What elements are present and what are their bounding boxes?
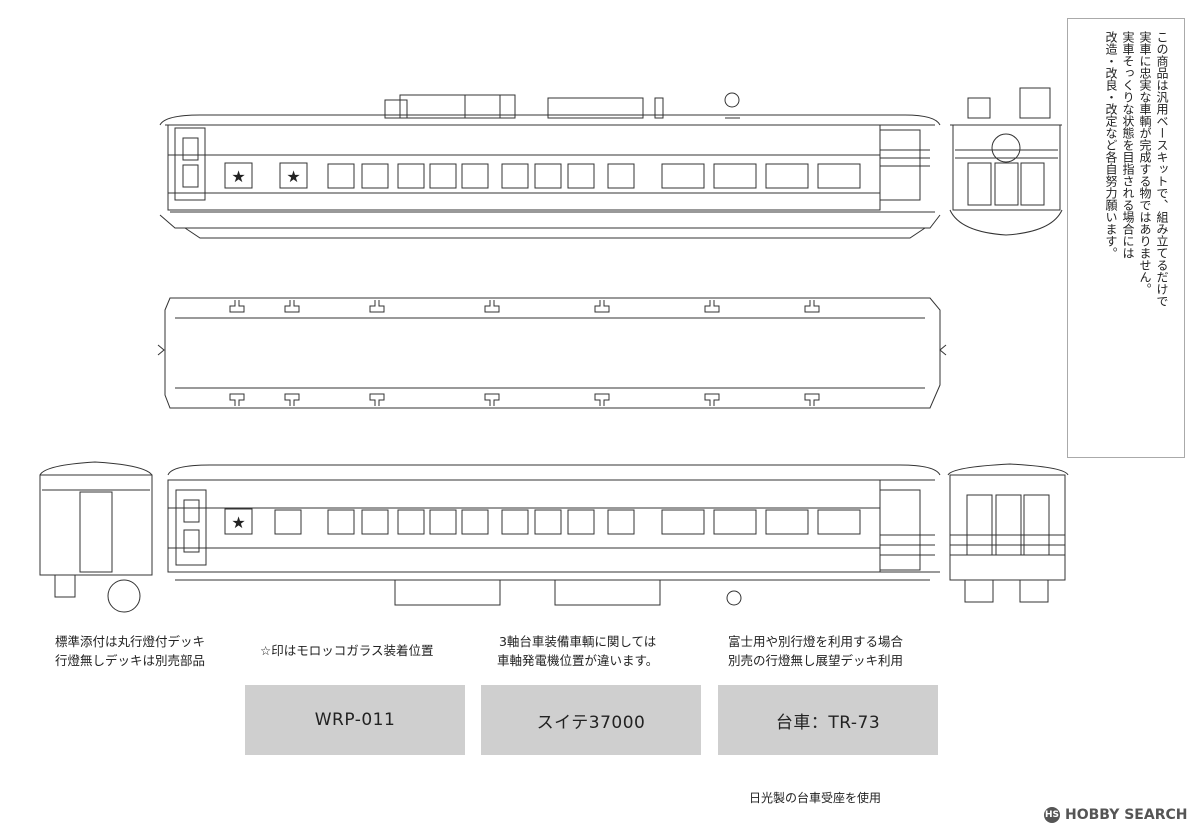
side-view-top: ★ ★ xyxy=(159,92,941,239)
svg-text:★: ★ xyxy=(286,167,300,186)
hobby-search-logo-icon: HS xyxy=(1044,807,1060,823)
disclaimer-text: この商品は汎用ベースキットで、組み立てるだけで 実車に忠実な車輌が完成する物では… xyxy=(1102,31,1170,441)
note-star-line: ☆印はモロッコガラス装着位置 xyxy=(260,643,434,658)
bogie-mount-note: 日光製の台車受座を使用 xyxy=(749,791,882,805)
disclaimer-line: 実車そっくりな状態を目指される場合には xyxy=(1121,31,1135,259)
disclaimer-box: この商品は汎用ベースキットで、組み立てるだけで 実車に忠実な車輌が完成する物では… xyxy=(1067,18,1185,458)
svg-text:★: ★ xyxy=(231,167,245,186)
note-fuji-line: 富士用や別行燈を利用する場合 xyxy=(728,634,904,649)
disclaimer-line: 実車に忠実な車輌が完成する物ではありません。 xyxy=(1138,31,1152,295)
end-view-right xyxy=(947,463,1069,603)
note-axle-line: 3軸台車装備車輌に関しては xyxy=(498,634,657,649)
disclaimer-line: この商品は汎用ベースキットで、組み立てるだけで xyxy=(1155,31,1169,307)
side-view-bottom: ★ xyxy=(167,464,941,606)
note-deck: 標準添付は丸行燈付デッキ 行燈無しデッキは別売部品 xyxy=(55,632,205,670)
watermark-text: HOBBY SEARCH xyxy=(1065,807,1188,823)
model-label: スイテ37000 xyxy=(481,685,701,755)
note-axle-line: 車軸発電機位置が違います。 xyxy=(497,653,659,668)
disclaimer-line: 改造・改良・改定など各自努力願います。 xyxy=(1104,31,1118,259)
bogie-label: 台車：TR-73 xyxy=(718,685,938,755)
note-axle: 3軸台車装備車輌に関しては 車軸発電機位置が違います。 xyxy=(497,632,658,670)
note-fuji-line: 別売の行燈無し展望デッキ利用 xyxy=(728,653,904,668)
svg-text:★: ★ xyxy=(231,513,245,532)
note-deck-line: 標準添付は丸行燈付デッキ xyxy=(55,634,206,649)
part-number-label: WRP-011 xyxy=(245,685,465,755)
end-view-left xyxy=(39,461,153,613)
roof-plan-view xyxy=(157,297,947,409)
end-view-top xyxy=(949,87,1063,236)
note-star: ☆印はモロッコガラス装着位置 xyxy=(260,641,433,660)
note-deck-line: 行燈無しデッキは別売部品 xyxy=(55,653,206,668)
note-fuji: 富士用や別行燈を利用する場合 別売の行燈無し展望デッキ利用 xyxy=(728,632,903,670)
watermark: HS HOBBY SEARCH xyxy=(1044,807,1187,823)
